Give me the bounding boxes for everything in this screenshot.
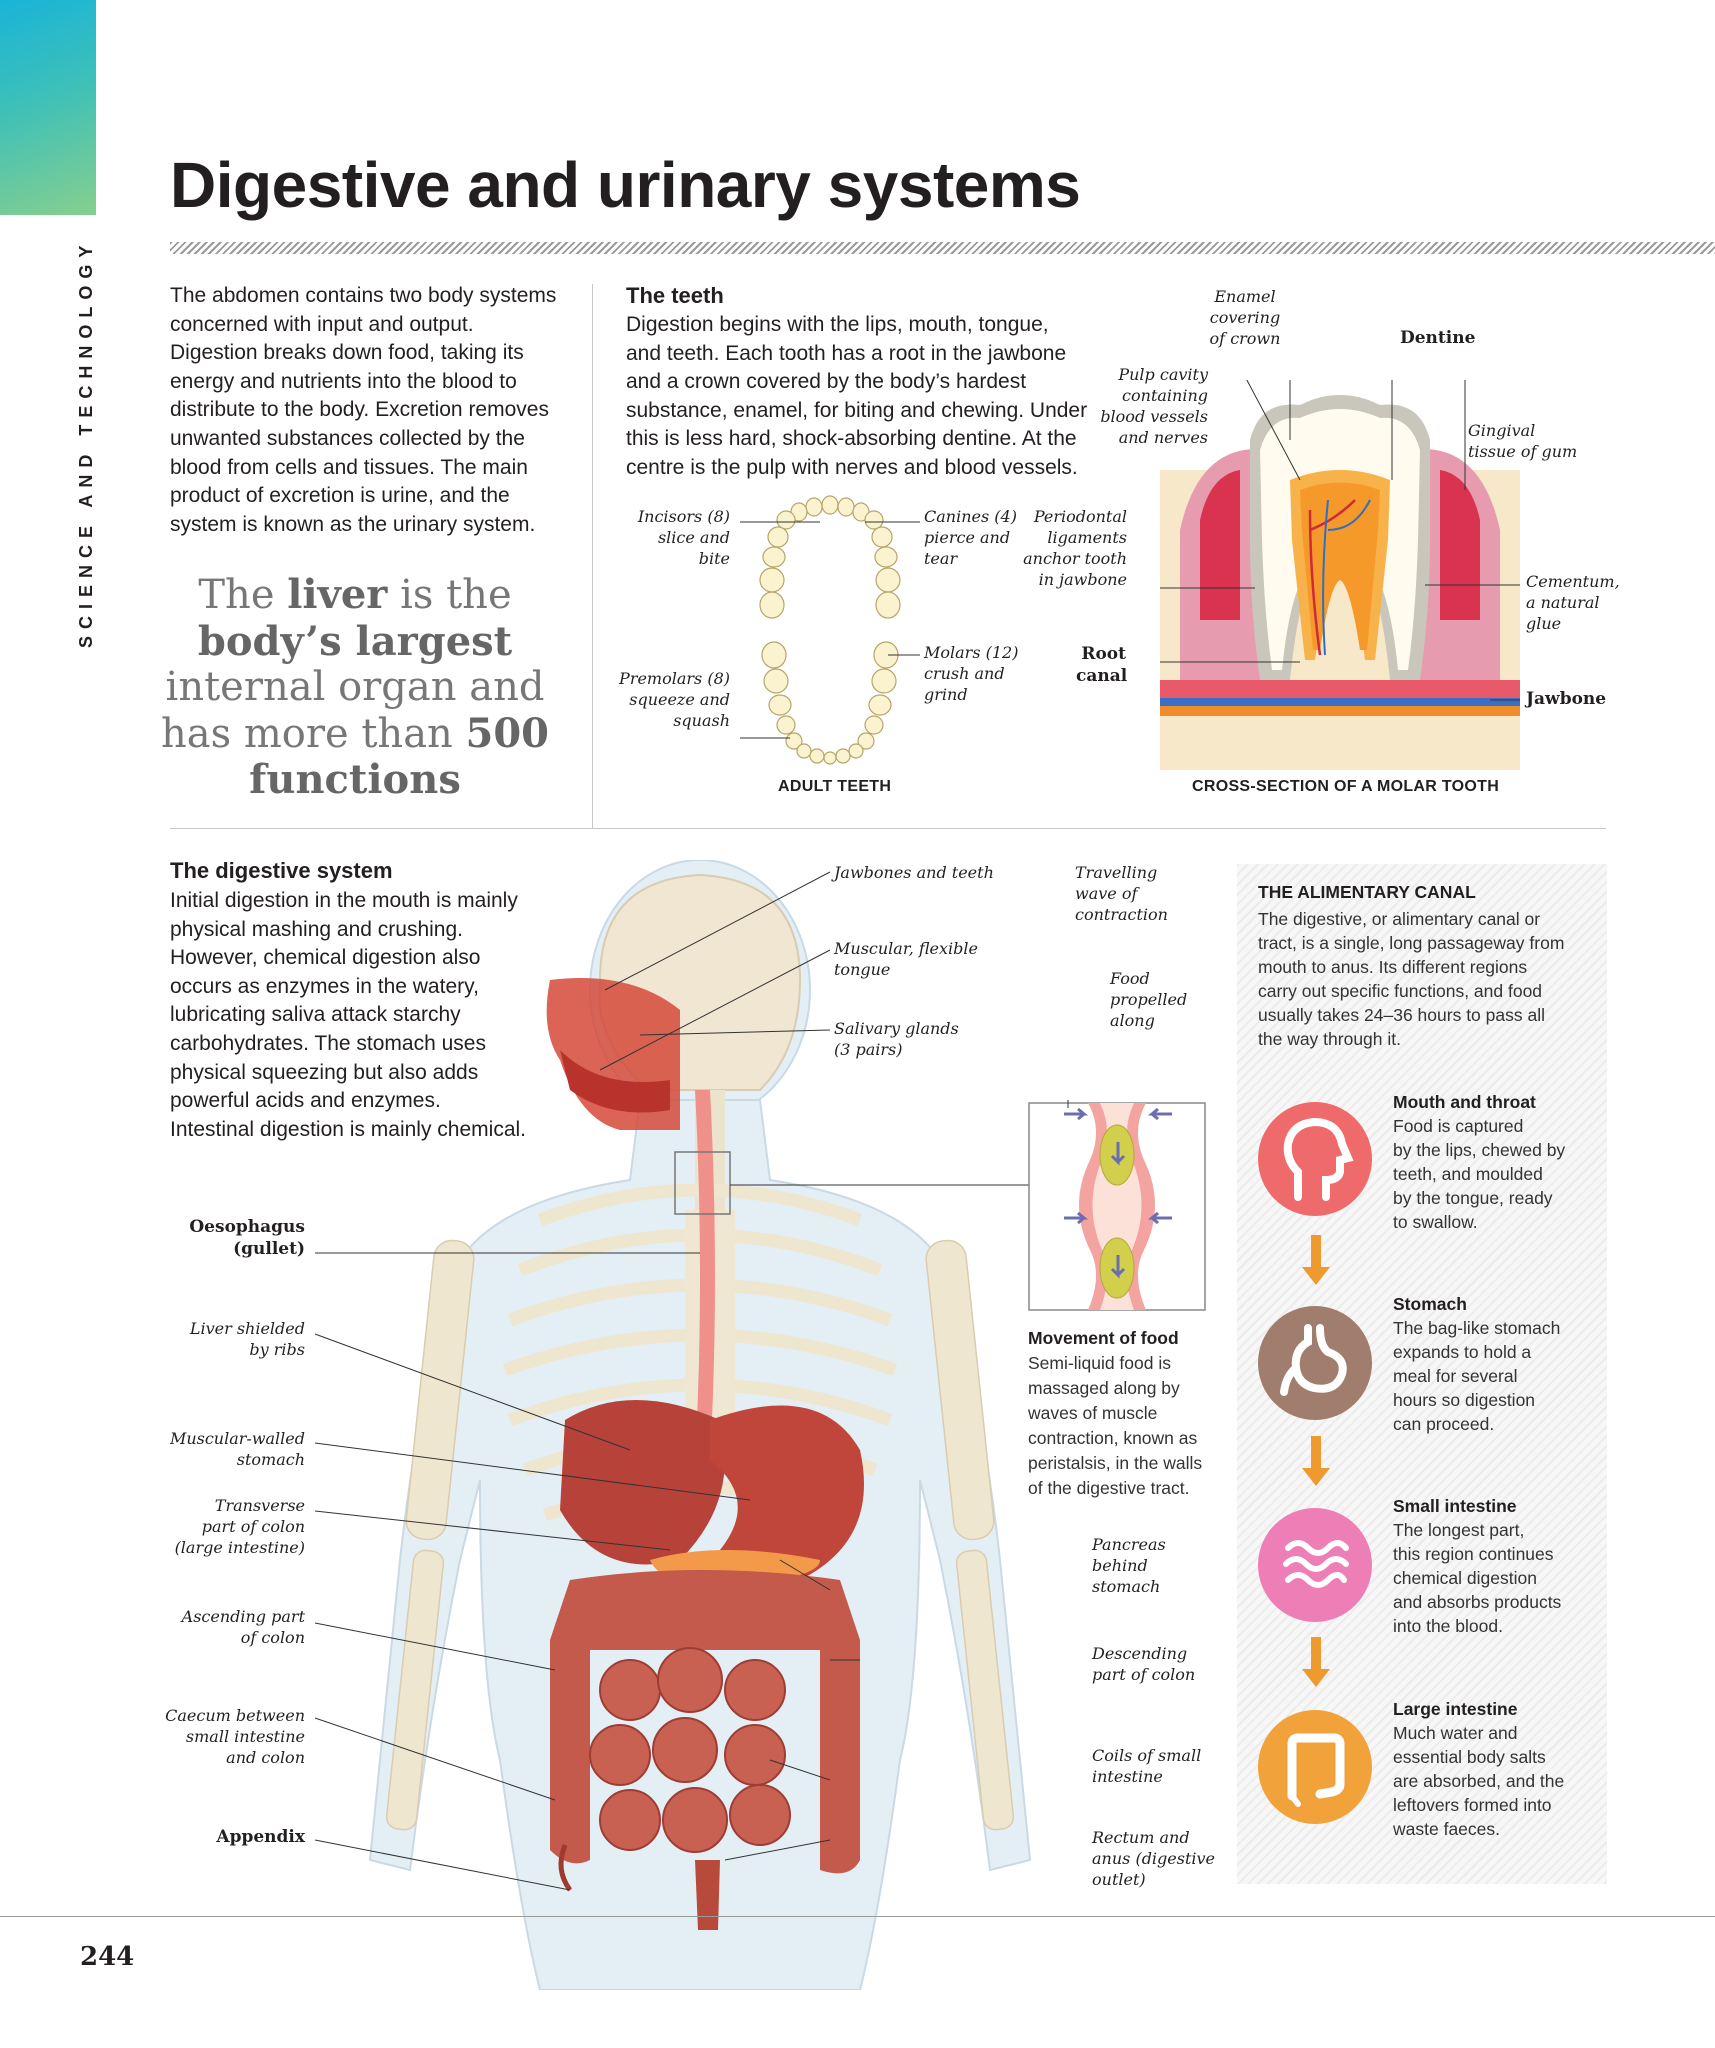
teeth-paragraph: Digestion begins with the lips, mouth, t… (626, 313, 1088, 479)
canal-heading: THE ALIMENTARY CANAL (1258, 882, 1476, 902)
head-profile-icon (1258, 1102, 1372, 1216)
step-title-mouth: Mouth and throat (1393, 1092, 1536, 1112)
pull-quote: The liver is the body’s largest internal… (160, 571, 550, 803)
page-number: 244 (80, 1942, 135, 1972)
arrow-down-icon (1302, 1637, 1330, 1687)
section-divider (170, 828, 1606, 829)
peristalsis-diagram (1028, 1100, 1206, 1311)
salivary-label: Salivary glands(3 pairs) (834, 1019, 959, 1059)
intro-line: distribute to the body. Excretion remove… (170, 398, 549, 422)
digestive-paragraph: Initial digestion in the mouth is mainly… (170, 889, 526, 1141)
page-title: Digestive and urinary systems (170, 149, 1081, 221)
intro-line: blood from cells and tissues. The main (170, 455, 528, 479)
column-divider (592, 284, 593, 829)
intro-line: The abdomen contains two body systems (170, 284, 557, 307)
stomach-icon (1258, 1306, 1372, 1420)
step-title-small-intestine: Small intestine (1393, 1496, 1517, 1516)
appendix-label: Appendix (216, 1827, 305, 1847)
large-intestine-icon (1258, 1710, 1372, 1824)
teeth-heading: The teeth (626, 283, 724, 308)
step-title-stomach: Stomach (1393, 1294, 1467, 1314)
step-title-large-intestine: Large intestine (1393, 1699, 1518, 1719)
intro-line: concerned with input and output. (170, 312, 474, 336)
intro-line: Digestion breaks down food, taking its (170, 341, 524, 365)
digestive-system-illustration (314, 860, 1032, 1990)
adult-teeth-diagram (740, 495, 920, 765)
movement-of-food-heading: Movement of food (1028, 1328, 1179, 1348)
jawbone-label: Jawbone (1526, 689, 1607, 709)
oesophagus-label: Oesophagus(gullet) (189, 1217, 305, 1259)
jawbones-label: Jawbones and teeth (834, 863, 994, 882)
section-color-tab (0, 0, 96, 215)
arrow-down-icon (1302, 1235, 1330, 1285)
intro-line: product of excretion is urine, and the (170, 484, 510, 508)
dentine-label: Dentine (1400, 328, 1476, 348)
adult-teeth-caption: ADULT TEETH (778, 778, 892, 795)
molar-caption: CROSS-SECTION OF A MOLAR TOOTH (1192, 778, 1500, 795)
intro-line: energy and nutrients into the blood to (170, 369, 517, 393)
intro-paragraph: The abdomen contains two body systems co… (170, 282, 590, 539)
small-intestine-icon (1258, 1508, 1372, 1622)
title-rule (170, 242, 1715, 254)
footer-rule (0, 1916, 1715, 1917)
section-label: SCIENCE AND TECHNOLOGY (76, 238, 96, 648)
molar-cross-section (1160, 380, 1520, 770)
intro-line: unwanted substances collected by the (170, 426, 525, 450)
digestive-heading: The digestive system (170, 858, 393, 883)
arrow-down-icon (1302, 1436, 1330, 1486)
intro-line: system is known as the urinary system. (170, 512, 536, 536)
